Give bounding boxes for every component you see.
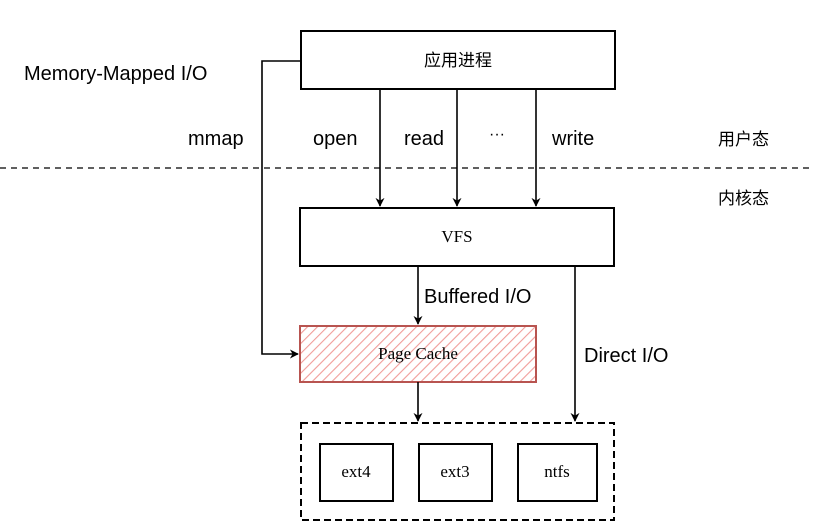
fs-box-ext4: ext4: [319, 443, 394, 502]
mmap-arrow: [261, 60, 301, 359]
buffered-io-label: Buffered I/O: [424, 286, 531, 308]
write-label: write: [551, 128, 594, 150]
fs-box-ntfs: ntfs: [517, 443, 598, 502]
app-process-box: 应用进程: [300, 30, 616, 90]
memory-mapped-io-label: Memory-Mapped I/O: [24, 63, 207, 85]
page-cache-label: Page Cache: [378, 344, 458, 363]
filesystem-group: ext4 ext3 ntfs: [300, 422, 615, 521]
page-cache-box: Page Cache: [299, 325, 537, 383]
fs-label-ext3: ext3: [440, 462, 469, 481]
kernel-mode-label: 内核态: [718, 189, 769, 209]
open-label: open: [313, 128, 358, 150]
vfs-label: VFS: [441, 227, 472, 246]
read-label: read: [404, 128, 444, 150]
fs-label-ext4: ext4: [341, 462, 371, 481]
mmap-label: mmap: [188, 128, 244, 150]
fs-box-ext3: ext3: [418, 443, 493, 502]
direct-io-label: Direct I/O: [584, 345, 668, 367]
fs-label-ntfs: ntfs: [544, 462, 570, 481]
ellipsis-label: ···: [489, 126, 505, 143]
user-mode-label: 用户态: [718, 130, 769, 150]
vfs-box: VFS: [299, 207, 615, 267]
app-process-label: 应用进程: [424, 51, 492, 71]
